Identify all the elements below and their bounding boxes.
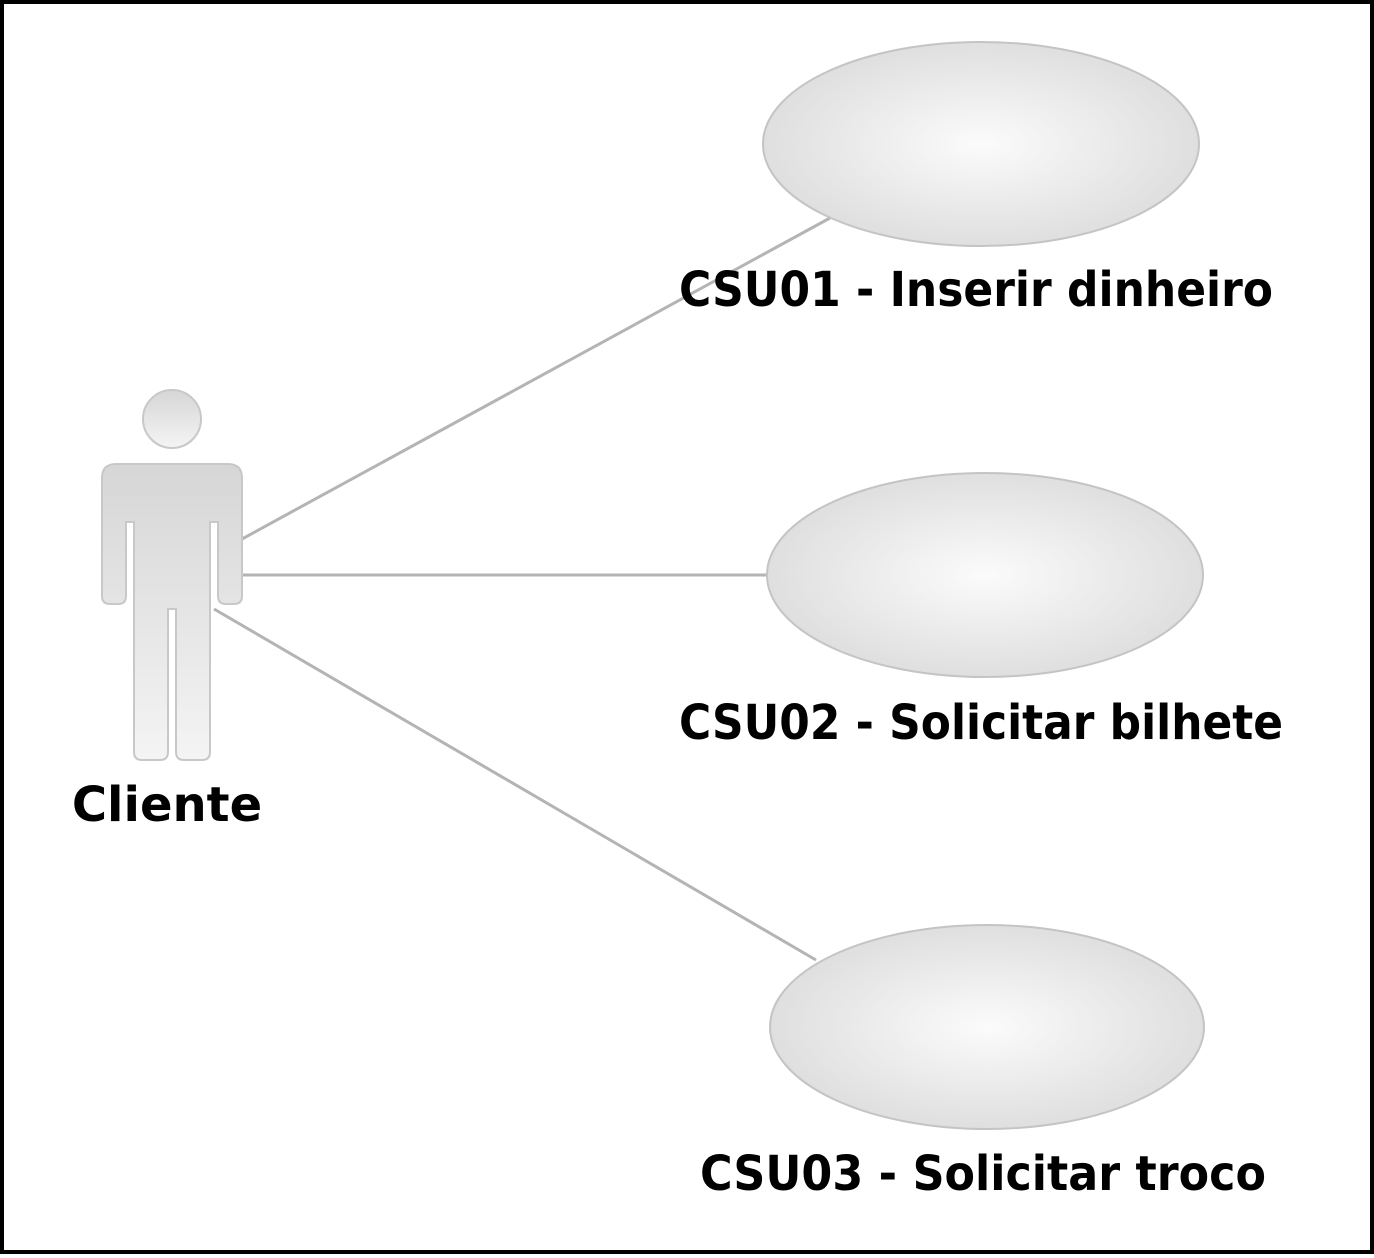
use-case-ellipse	[762, 41, 1200, 247]
association-line-csu01[interactable]	[241, 216, 831, 541]
use-case-label: CSU02 - Solicitar bilhete	[679, 695, 1283, 751]
actor-name: Cliente	[72, 777, 262, 833]
use-case-ellipse	[769, 924, 1205, 1130]
use-case-label: CSU03 - Solicitar troco	[700, 1146, 1266, 1202]
use-case-csu02[interactable]: CSU02 - Solicitar bilhete	[679, 472, 1283, 751]
use-case-label: CSU01 - Inserir dinheiro	[679, 262, 1273, 318]
use-case-csu03[interactable]: CSU03 - Solicitar troco	[700, 924, 1266, 1202]
stick-figure-actor-icon	[101, 389, 243, 761]
use-case-ellipse	[766, 472, 1204, 678]
association-line-csu03[interactable]	[213, 607, 817, 962]
actor-cliente[interactable]: Cliente	[72, 389, 262, 833]
associations	[213, 216, 831, 962]
use-case-csu01[interactable]: CSU01 - Inserir dinheiro	[679, 41, 1273, 318]
diagram-svg: Cliente CSU01 - Inserir dinheiro CSU02 -…	[72, 41, 1283, 1202]
